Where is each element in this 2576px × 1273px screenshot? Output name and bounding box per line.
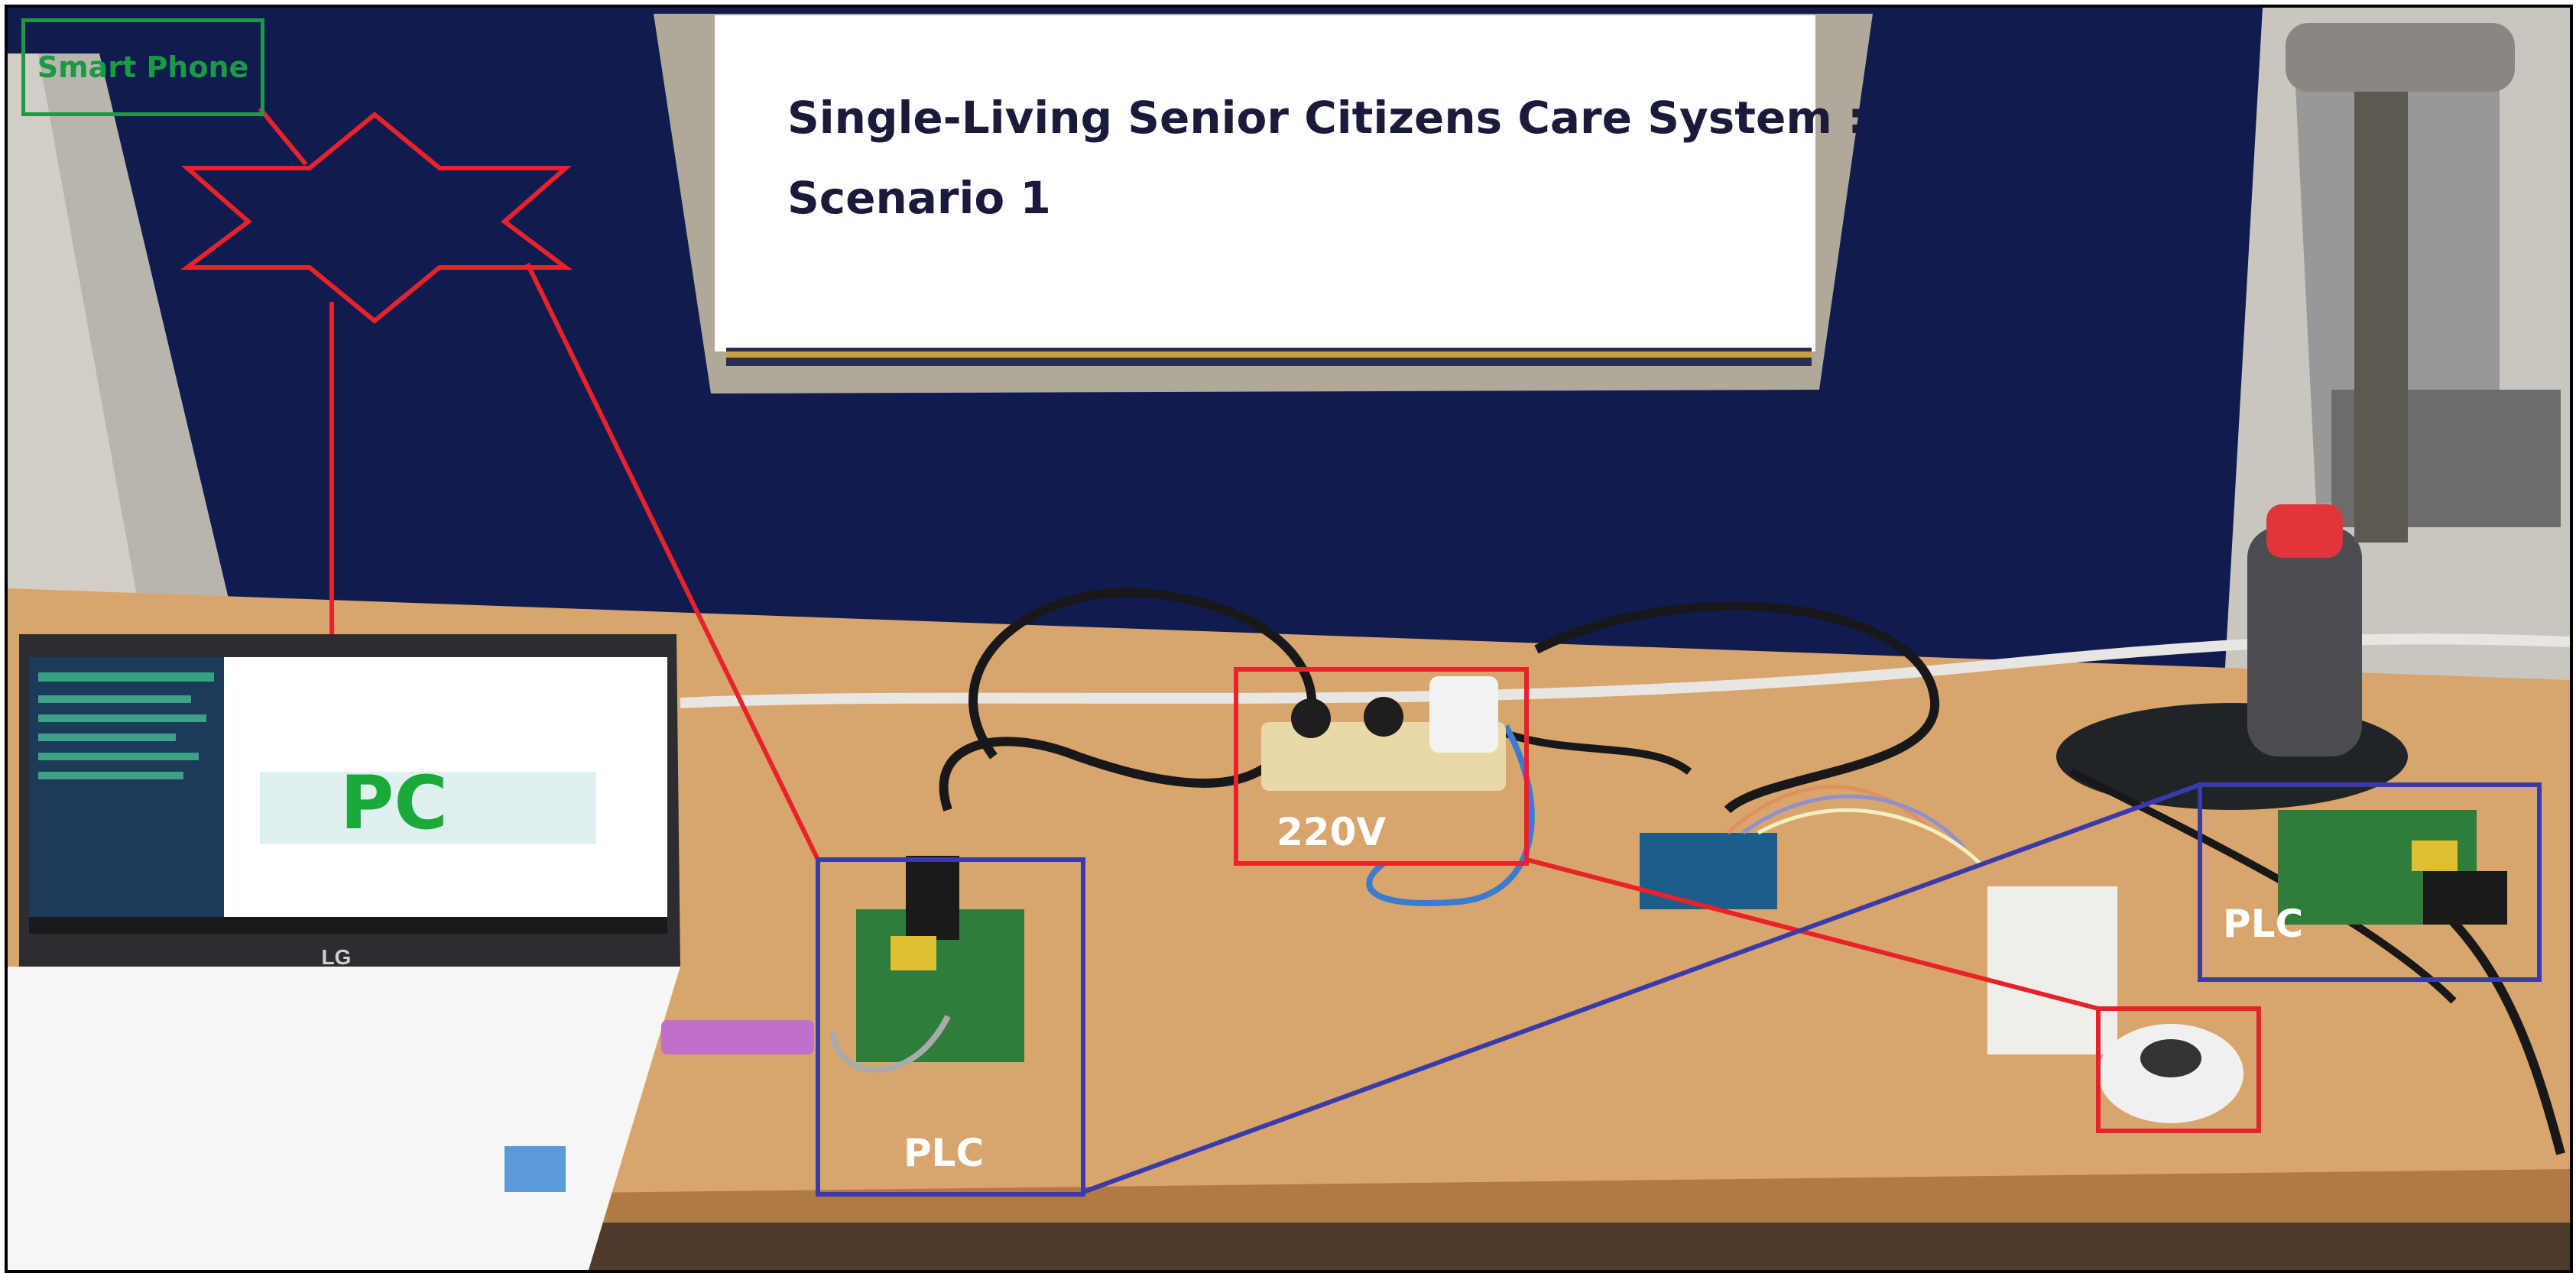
sensor-box bbox=[2096, 1006, 2261, 1133]
usb-dongle bbox=[661, 1020, 814, 1054]
laptop-brand-text: LG bbox=[322, 945, 352, 969]
wireless-star bbox=[180, 112, 573, 324]
star-to-plc-line bbox=[525, 262, 820, 861]
power-to-sensor-line bbox=[1526, 857, 2099, 1011]
poster-title-line-2: Scenario 1 bbox=[787, 172, 1051, 224]
plc-left-box bbox=[816, 857, 1085, 1197]
laptop-logo: LG bbox=[322, 945, 352, 969]
poster-title-line-1: Single-Living Senior Citizens Care Syste… bbox=[787, 92, 1866, 144]
power-box bbox=[1234, 667, 1529, 866]
arduino-board bbox=[1640, 833, 1777, 909]
voltage-label: 220V bbox=[1277, 810, 1387, 854]
plc-right-box bbox=[2198, 782, 2542, 982]
smart-phone-label: Smart Phone bbox=[21, 18, 264, 116]
plc-right-label: PLC bbox=[2223, 902, 2304, 946]
star-to-phone-line bbox=[258, 107, 308, 166]
plc-left-label: PLC bbox=[904, 1131, 985, 1175]
breadboard bbox=[1987, 886, 2117, 1054]
poster bbox=[715, 15, 1815, 351]
figure-frame: Single-Living Senior Citizens Care Syste… bbox=[5, 5, 2573, 1273]
pc-label: PC bbox=[340, 760, 448, 846]
plc-link-line bbox=[1082, 782, 2201, 1194]
scene-photo bbox=[8, 8, 2570, 1270]
